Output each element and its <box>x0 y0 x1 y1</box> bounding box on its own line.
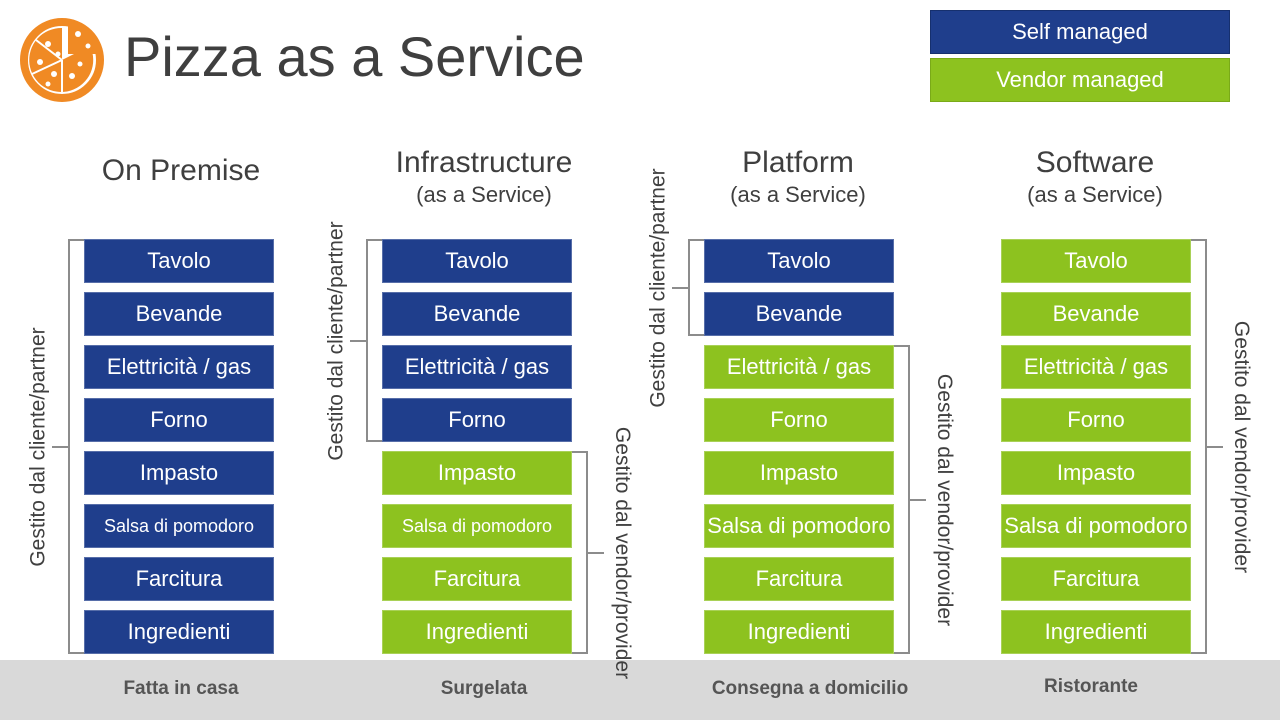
stack-item: Impasto <box>382 451 572 495</box>
stack-item: Farcitura <box>382 557 572 601</box>
vendor-3-bracket <box>1191 239 1207 654</box>
column-title-main: On Premise <box>101 154 261 187</box>
column-title-0: On Premise <box>41 154 321 188</box>
stack-item: Forno <box>382 398 572 442</box>
footer-label: Fatta in casa <box>123 678 239 699</box>
stack-item: Elettricità / gas <box>704 345 894 389</box>
column-title-sub: (as a Service) <box>416 182 552 207</box>
stack-item: Ingredienti <box>1001 610 1191 654</box>
footer-label: Consegna a domicilio <box>711 678 909 699</box>
vendor-managed-label: Gestito dal vendor/provider <box>611 426 635 679</box>
footer-bar <box>0 660 1280 720</box>
vendor-1-bracket <box>572 451 588 654</box>
footer-label: Surgelata <box>440 678 528 699</box>
stack-item: Farcitura <box>1001 557 1191 601</box>
stack-item: Forno <box>84 398 274 442</box>
vendor-2-bracket-tick <box>910 498 926 501</box>
stack-item: Salsa di pomodoro <box>1001 504 1191 548</box>
stack-item: Farcitura <box>84 557 274 601</box>
stack-item: Bevande <box>1001 292 1191 336</box>
client-1-bracket <box>366 239 382 442</box>
stack-item: Ingredienti <box>84 610 274 654</box>
column-title-main: Platform <box>742 146 854 179</box>
stack-item: Tavolo <box>704 239 894 283</box>
stack-item: Forno <box>704 398 894 442</box>
client-managed-label: Gestito dal cliente/partner <box>646 167 670 408</box>
client-managed-label: Gestito dal cliente/partner <box>324 220 348 461</box>
page-title: Pizza as a Service <box>124 25 585 88</box>
stack-item: Elettricità / gas <box>84 345 274 389</box>
stack-item: Bevande <box>84 292 274 336</box>
client-0-bracket-tick <box>52 445 68 448</box>
column-title-main: Software <box>1035 146 1155 179</box>
legend-self-managed: Self managed <box>930 10 1230 54</box>
stack-item: Tavolo <box>382 239 572 283</box>
stack-item: Ingredienti <box>704 610 894 654</box>
legend-vendor-managed: Vendor managed <box>930 58 1230 102</box>
pizza-icon <box>20 18 104 102</box>
footer-label: Ristorante <box>1044 676 1138 697</box>
vendor-2-bracket <box>894 345 910 654</box>
stack-item: Impasto <box>1001 451 1191 495</box>
stack-item: Bevande <box>382 292 572 336</box>
column-title-1: Infrastructure (as a Service) <box>344 146 624 210</box>
stack-item: Salsa di pomodoro <box>704 504 894 548</box>
vendor-managed-label: Gestito dal vendor/provider <box>933 373 957 626</box>
column-title-main: Infrastructure <box>395 146 573 179</box>
stack-item: Bevande <box>704 292 894 336</box>
column-title-sub: (as a Service) <box>1027 182 1163 207</box>
vendor-1-bracket-tick <box>588 551 604 554</box>
client-0-bracket <box>68 239 84 654</box>
stack-item: Tavolo <box>1001 239 1191 283</box>
stack-item: Farcitura <box>704 557 894 601</box>
client-2-bracket <box>688 239 704 336</box>
stack-item: Impasto <box>84 451 274 495</box>
stack-item: Salsa di pomodoro <box>84 504 274 548</box>
stack-item: Tavolo <box>84 239 274 283</box>
client-1-bracket-tick <box>350 339 366 342</box>
stack-item: Salsa di pomodoro <box>382 504 572 548</box>
stack-item: Impasto <box>704 451 894 495</box>
client-managed-label: Gestito dal cliente/partner <box>26 326 50 567</box>
stack-item: Elettricità / gas <box>382 345 572 389</box>
column-title-3: Software (as a Service) <box>955 146 1235 210</box>
stack-item: Ingredienti <box>382 610 572 654</box>
stack-item: Forno <box>1001 398 1191 442</box>
column-title-2: Platform (as a Service) <box>658 146 938 210</box>
client-2-bracket-tick <box>672 286 688 289</box>
vendor-managed-label: Gestito dal vendor/provider <box>1230 320 1254 573</box>
column-title-sub: (as a Service) <box>730 182 866 207</box>
vendor-3-bracket-tick <box>1207 445 1223 448</box>
stack-item: Elettricità / gas <box>1001 345 1191 389</box>
